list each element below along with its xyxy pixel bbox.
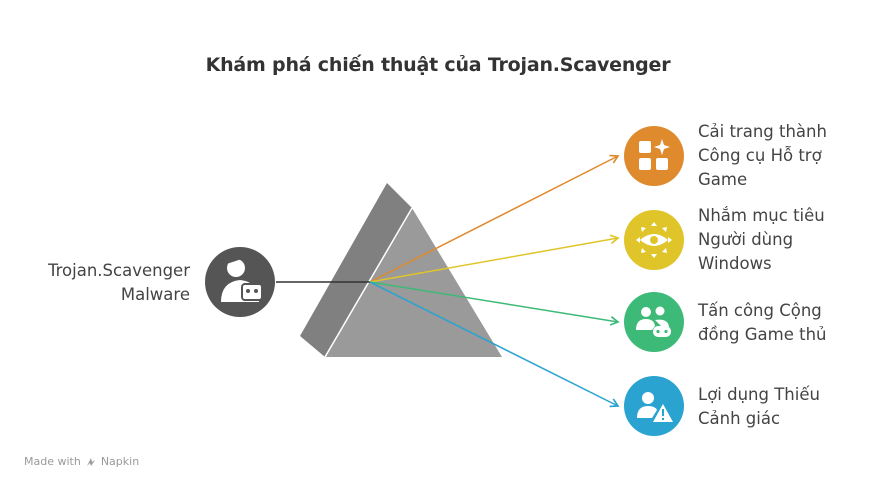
beam-orange bbox=[369, 154, 620, 283]
prism-front-face bbox=[325, 208, 502, 357]
item-label-line: Cảnh giác bbox=[698, 409, 781, 428]
beam-blue bbox=[369, 281, 620, 408]
apps-sparkle-icon bbox=[624, 126, 684, 186]
source-label-line1: Trojan.Scavenger bbox=[47, 261, 190, 280]
item-label-line: Người dùng bbox=[698, 230, 794, 249]
beam-yellow bbox=[369, 234, 620, 283]
made-with-footer: Made with Napkin bbox=[24, 455, 139, 468]
item-label-gamer-community: Tấn công Cộng đồng Game thủ bbox=[698, 299, 827, 347]
prism-side-face bbox=[300, 183, 412, 357]
user-warning-icon bbox=[624, 376, 684, 436]
source-label: Trojan.Scavenger Malware bbox=[48, 259, 190, 307]
napkin-logo-icon bbox=[86, 457, 95, 466]
malware-user-icon bbox=[205, 247, 275, 317]
brand-text: Napkin bbox=[100, 455, 140, 468]
item-label-line: Tấn công Cộng bbox=[698, 301, 822, 320]
item-label-exploit-carelessness: Lợi dụng Thiếu Cảnh giác bbox=[698, 383, 820, 431]
source-label-line2: Malware bbox=[120, 285, 190, 304]
item-label-line: Lợi dụng Thiếu bbox=[698, 385, 820, 404]
made-with-text: Made with bbox=[24, 455, 81, 468]
item-label-line: Cải trang thành bbox=[698, 122, 827, 141]
item-label-target-windows: Nhắm mục tiêu Người dùng Windows bbox=[698, 204, 825, 276]
item-label-line: Nhắm mục tiêu bbox=[698, 206, 825, 225]
page-title: Khám phá chiến thuật của Trojan.Scavenge… bbox=[205, 54, 671, 76]
item-label-line: Windows bbox=[698, 254, 772, 273]
item-label-line: Game bbox=[698, 170, 748, 189]
item-label-disguise: Cải trang thành Công cụ Hỗ trợ Game bbox=[698, 120, 827, 192]
item-label-line: Công cụ Hỗ trợ bbox=[698, 146, 822, 165]
target-eye-icon bbox=[624, 210, 684, 270]
beam-green bbox=[369, 281, 620, 326]
item-label-line: đồng Game thủ bbox=[698, 325, 827, 344]
gamer-group-icon bbox=[624, 292, 684, 352]
